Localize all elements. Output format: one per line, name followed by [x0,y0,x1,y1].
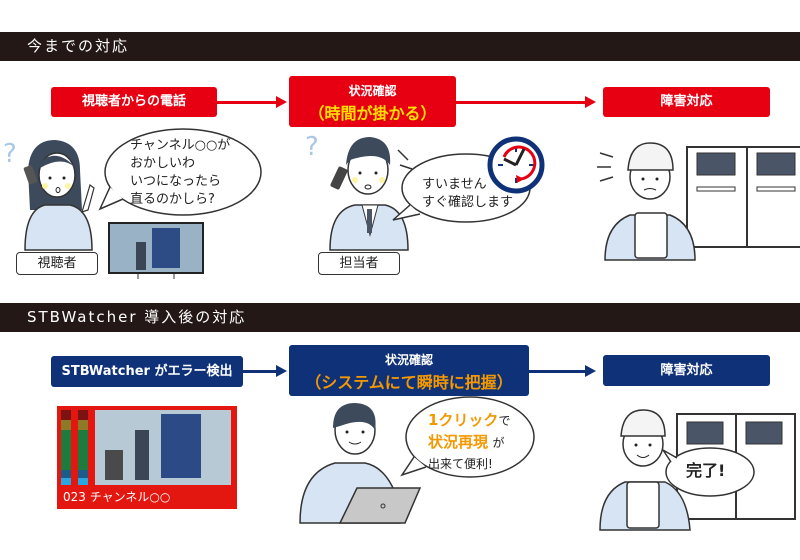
speech-plain: で [498,414,511,428]
speech-line: すぐ確認します [422,195,514,210]
staff-laptop-speech-bubble [400,396,535,478]
speech-line: 1クリックで [428,410,510,432]
step-status-check-slow: 状況確認 （時間が掛かる） [289,76,456,127]
viewer-speech-bubble [98,128,262,216]
staff-on-phone-illustration: ? [305,132,413,251]
step-note: （システムにて瞬時に把握） [305,373,513,392]
speech-line: おかしいわ [130,156,196,171]
question-mark-icon: ? [305,132,319,162]
speech-highlight: 状況再現 [428,433,489,451]
speech-plain: が [492,436,505,450]
clock-icon [487,136,545,194]
tv-icon [108,222,204,279]
staff-laptop-illustration [299,403,422,524]
worker-speech-text: 完了! [686,461,726,480]
worker-worried-illustration [597,142,800,261]
question-mark-icon: ? [3,139,17,169]
speech-line: すいません [422,177,487,192]
step-note: （時間が掛かる） [308,104,437,123]
server-rack-icon [686,146,800,248]
step-label: 障害対応 [660,363,713,378]
arrow-1 [217,96,287,108]
step-title: 状況確認 [348,84,397,98]
step-title: 状況確認 [384,353,433,367]
step-fault-response: 障害対応 [603,87,770,117]
step-status-check-instant: 状況確認 （システムにて瞬時に把握） [289,345,529,396]
monitor-preview [61,410,231,485]
staff-speech-text: すいません すぐ確認します [422,176,513,212]
step-label: 視聴者からの電話 [81,94,186,109]
laptop-icon [338,487,422,524]
step-label: STBWatcher がエラー検出 [61,364,233,379]
speech-highlight: 1クリック [428,411,499,429]
section-header-before: 今までの対応 [0,32,800,61]
arrow-4 [529,365,596,377]
step-error-detect: STBWatcher がエラー検出 [51,356,243,387]
speech-line: 出来て便利! [428,457,493,471]
channel-caption: 023 チャンネル○○ [63,490,171,504]
step-viewer-call: 視聴者からの電話 [51,87,217,117]
staff-laptop-speech-text: 1クリックで 状況再現 が 出来て便利! [428,410,510,474]
arrow-3 [243,365,287,377]
staff-label: 担当者 [318,252,400,275]
phone-icon [330,166,348,190]
step-label: 障害対応 [660,94,713,109]
step-fault-response-after: 障害対応 [603,355,770,386]
section-header-after: STBWatcher 導入後の対応 [0,303,800,332]
worker-happy-illustration [599,409,796,531]
arrow-2 [456,96,596,108]
speech-line: いつになったら [130,174,222,189]
viewer-speech-text: チャンネル○○が おかしいわ いつになったら 直るのかしら? [130,137,230,209]
phone-icon [23,165,38,185]
monitor-error-panel: 023 チャンネル○○ [57,406,237,509]
speech-line: 直るのかしら? [130,192,215,207]
viewer-label: 視聴者 [16,252,98,275]
speech-line: チャンネル○○が [130,138,231,153]
speech-line: 状況再現 が [428,432,510,454]
viewer-woman-illustration: ? [3,139,95,251]
